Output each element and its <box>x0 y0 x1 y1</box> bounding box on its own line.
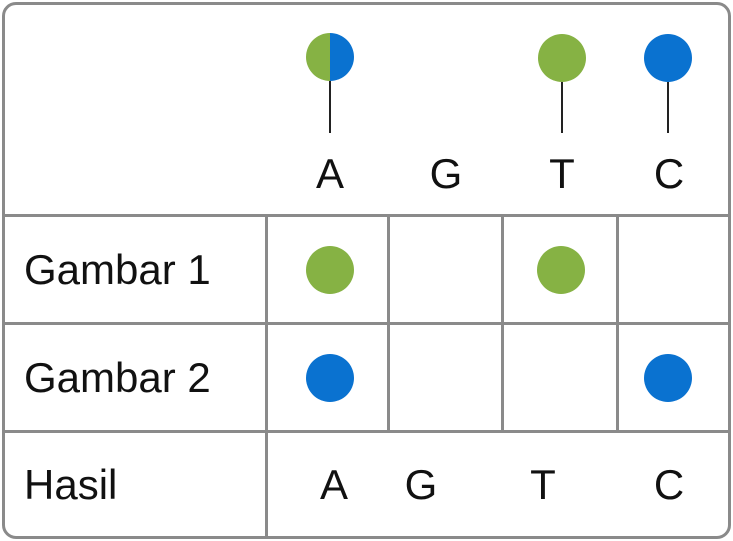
gambar1-dot-t <box>537 246 585 294</box>
grid-line-label-column <box>265 214 268 539</box>
header-dot-a-blue-half <box>330 33 354 81</box>
gambar2-dot-c <box>644 354 692 402</box>
row-label-hasil: Hasil <box>24 461 118 508</box>
header-letter-a: A <box>315 150 344 197</box>
header-stem-t <box>561 82 563 133</box>
header-dot-a-mixed <box>306 33 354 81</box>
hasil-letter-g: G <box>404 461 438 508</box>
grid-line-col-ag <box>387 214 390 433</box>
hasil-letter-t: T <box>530 461 556 508</box>
header-letter-c: C <box>653 150 685 197</box>
row-label-gambar-2: Gambar 2 <box>24 354 211 401</box>
header-dot-a-green-half <box>306 33 330 81</box>
grid-line-col-tc <box>616 214 619 433</box>
grid-line-col-gt <box>501 214 504 433</box>
row-label-gambar-1: Gambar 1 <box>24 246 211 293</box>
grid-line-row1 <box>2 322 731 325</box>
header-dot-c <box>644 34 692 82</box>
grid-line-row2 <box>2 430 731 433</box>
header-dot-t <box>538 34 586 82</box>
grid-line-header <box>2 214 731 217</box>
header-stem-c <box>667 82 669 133</box>
header-letter-t: T <box>549 150 575 197</box>
hasil-letter-a: A <box>319 461 348 508</box>
gambar1-dot-a <box>306 246 354 294</box>
header-stem-a <box>329 81 331 133</box>
header-letter-g: G <box>429 150 463 197</box>
gambar2-dot-a <box>306 354 354 402</box>
hasil-letter-c: C <box>653 461 685 508</box>
